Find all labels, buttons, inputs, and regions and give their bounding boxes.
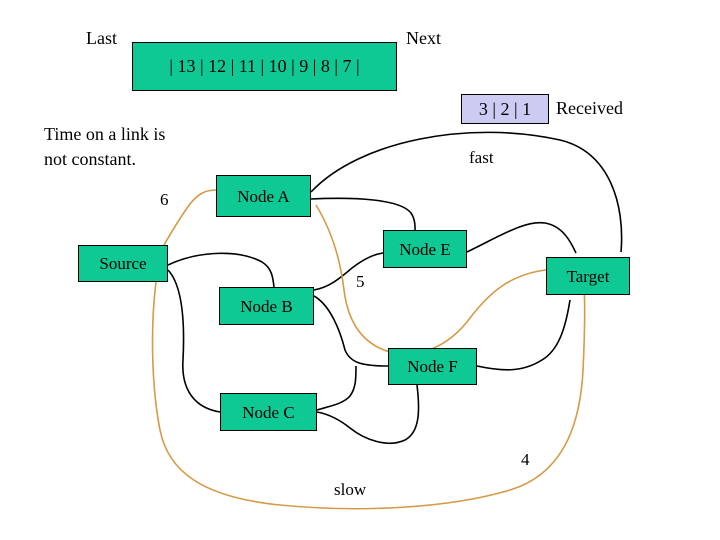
node-label-target: Target [566, 266, 610, 286]
node-label-node-e: Node E [399, 239, 451, 259]
edge-node-f-to-node-c [316, 384, 420, 444]
received-window-box: 3 | 2 | 1 [461, 94, 549, 124]
node-label-node-b: Node B [240, 296, 293, 316]
received-window-values: 3 | 2 | 1 [478, 98, 532, 119]
node-label-node-c: Node C [242, 402, 295, 422]
edge-source-to-target-slow [151, 281, 586, 510]
note-text: Time on a link is not constant. [44, 124, 166, 169]
edge-node-f-to-target [476, 299, 571, 371]
edge-node-c-to-node-f [316, 365, 357, 411]
edge-node-b-to-node-e [313, 252, 384, 291]
edge-label-four: 4 [521, 450, 530, 469]
node-box-target[interactable]: Target [546, 257, 630, 295]
received-label: Received [556, 98, 623, 118]
next-label: Next [406, 28, 441, 48]
edge-source-to-node-b [167, 252, 275, 288]
node-box-node-f[interactable]: Node F [388, 348, 477, 385]
node-label-node-f: Node F [407, 357, 458, 376]
edge-label-fast: fast [469, 148, 494, 167]
edge-label-five: 5 [356, 272, 365, 291]
sequence-window-box: | 13 | 12 | 11 | 10 | 9 | 8 | 7 | [132, 42, 397, 91]
node-box-node-a[interactable]: Node A [216, 175, 311, 217]
edge-node-e-to-target [466, 221, 577, 254]
node-box-node-b[interactable]: Node B [219, 287, 314, 325]
node-label-node-a: Node A [237, 186, 290, 206]
edge-source-to-node-c [167, 269, 221, 413]
node-box-node-c[interactable]: Node C [220, 393, 317, 431]
node-box-source[interactable]: Source [78, 245, 168, 282]
node-label-source: Source [99, 254, 147, 273]
edge-node-b-to-node-f [313, 295, 389, 367]
edge-label-six: 6 [160, 190, 169, 209]
last-label: Last [86, 28, 117, 48]
edge-label-slow: slow [334, 480, 367, 499]
node-box-node-e[interactable]: Node E [383, 230, 467, 268]
edge-node-a-to-node-e [310, 197, 416, 232]
sequence-window-values: | 13 | 12 | 11 | 10 | 9 | 8 | 7 | [169, 56, 360, 76]
